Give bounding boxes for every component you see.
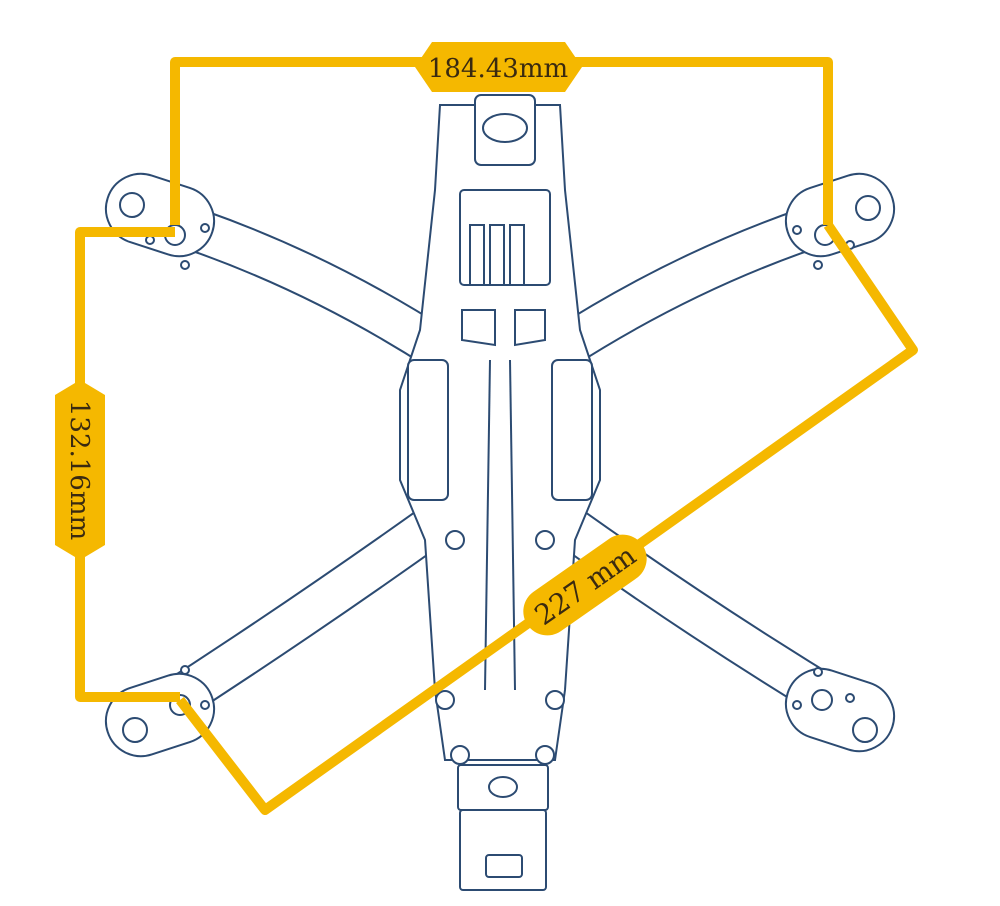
height-label: 132.16mm [55,380,105,560]
width-label-text: 184.43mm [428,54,568,84]
frame-body [399,94,601,891]
side-pod-left [407,359,449,501]
motor-mount-rear-right [784,667,896,753]
height-label-text: 132.16mm [64,400,94,540]
motor-mount-front-right [784,172,896,270]
side-pod-right [551,359,593,501]
rear-mount [459,809,547,891]
width-label: 184.43mm [415,42,582,92]
